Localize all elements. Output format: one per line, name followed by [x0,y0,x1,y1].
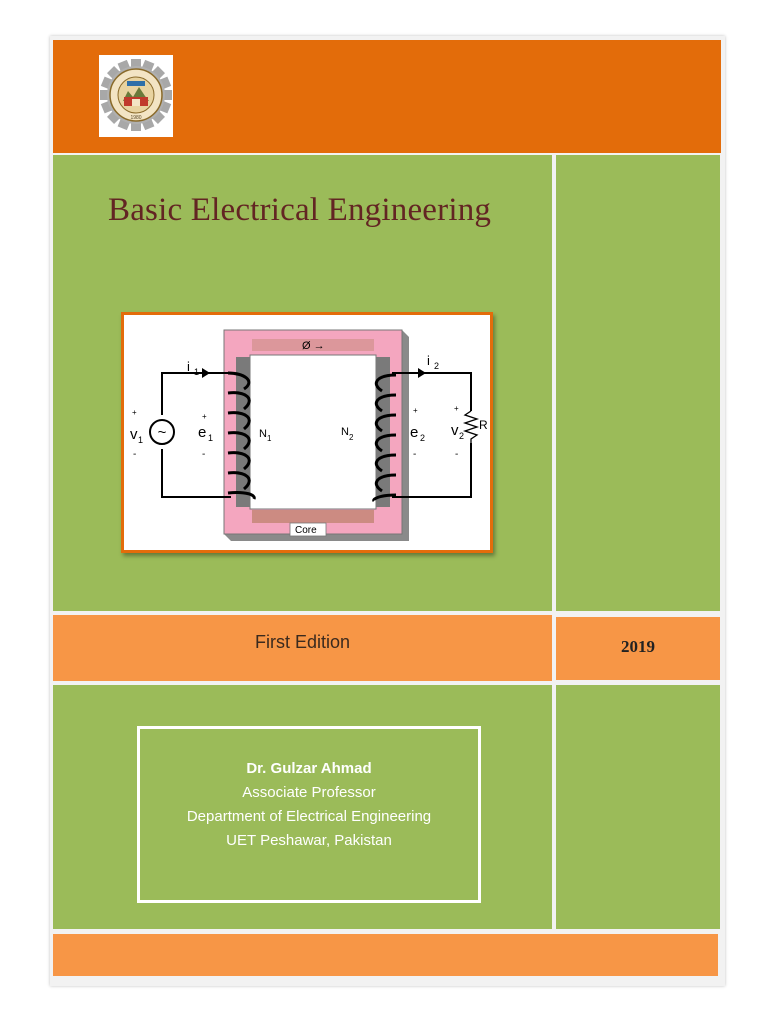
svg-text:1: 1 [138,435,143,445]
resistor-icon [462,410,480,443]
side-panel [556,155,720,611]
svg-text:i: i [427,353,430,368]
svg-text:1: 1 [208,433,213,443]
bottom-side-panel [556,685,720,929]
svg-text:v: v [130,426,138,443]
edition-label: First Edition [254,632,351,652]
svg-text:v: v [451,422,459,439]
svg-text:1: 1 [194,367,199,377]
svg-text:+: + [454,404,459,413]
author-institution: UET Peshawar, Pakistan [226,832,392,849]
edition-band [53,615,552,681]
svg-text:e: e [198,424,206,441]
secondary-coil [372,373,397,503]
svg-text:R: R [479,418,488,432]
primary-coil [227,371,256,500]
svg-text:~: ~ [158,424,167,441]
svg-text:i: i [187,359,190,374]
svg-text:1980: 1980 [130,115,141,121]
author-name: Dr. Gulzar Ahmad [246,760,372,777]
svg-text:2: 2 [434,361,439,371]
transformer-figure: Ø → Core ~ [121,312,493,553]
svg-text:2: 2 [459,431,464,441]
core-window [249,354,377,510]
core-label: Core [295,525,317,536]
author-position: Associate Professor [242,784,376,801]
svg-text:-: - [413,449,416,460]
author-box: Dr. Gulzar Ahmad Associate Professor Dep… [137,726,481,903]
svg-text:N: N [341,426,349,438]
svg-text:+: + [202,412,207,421]
flux-label: Ø → [302,340,325,352]
year-label: 2019 [621,637,655,656]
book-title: Basic Electrical Engineering [108,192,492,228]
author-panel [53,685,552,929]
svg-text:-: - [133,449,136,460]
svg-text:-: - [455,449,458,460]
svg-text:-: - [202,449,205,460]
svg-text:1: 1 [267,434,272,443]
svg-text:e: e [410,424,418,441]
ac-source-icon [149,419,175,445]
svg-text:+: + [413,406,418,415]
svg-text:2: 2 [420,433,425,443]
svg-text:N: N [259,428,267,440]
svg-text:+: + [132,408,137,417]
university-seal-icon: 1980 [100,59,172,131]
university-logo: 1980 [99,55,173,137]
author-department: Department of Electrical Engineering [186,808,432,825]
svg-text:2: 2 [349,433,354,442]
year-band [556,617,720,680]
footer-band [53,934,718,976]
